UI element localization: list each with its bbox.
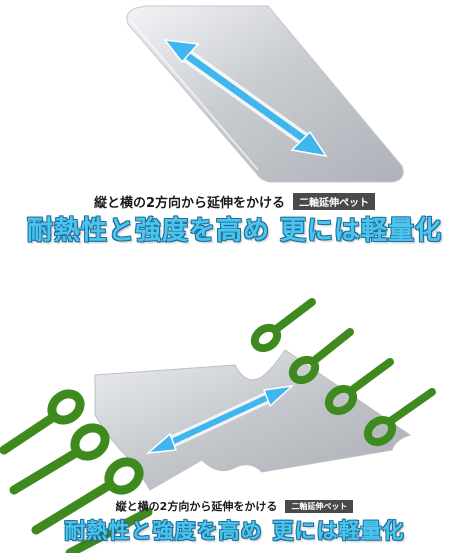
plastic-film-sheet [126, 5, 404, 183]
panel-bottom: 縦と横の2方向から延伸をかける二軸延伸ペット 耐熱性と強度を高め更には軽量化 [0, 290, 469, 553]
caption-text: 縦と横の2方向から延伸をかける [93, 196, 286, 211]
clip-icon [271, 298, 316, 334]
clip-icon [0, 413, 57, 455]
clip-ring [47, 389, 85, 425]
clip-ring [324, 384, 358, 416]
headline-part-2: 更には軽量化 [272, 519, 405, 543]
headline-top: 耐熱性と強度を高め更には軽量化 [0, 210, 469, 247]
panel-top: 縦と横の2方向から延伸をかける二軸延伸ペット 耐熱性と強度を高め更には軽量化 [0, 0, 469, 262]
caption-text: 縦と横の2方向から延伸をかける [115, 500, 278, 513]
double-arrow-icon [145, 384, 295, 455]
film-tenter-illustration [0, 298, 436, 553]
clip-icon [65, 507, 153, 553]
product-tag: 二軸延伸ペット [293, 193, 376, 210]
caption-bottom: 縦と横の2方向から延伸をかける二軸延伸ペット [0, 498, 469, 514]
headline-part-1: 耐熱性と強度を高め [26, 216, 270, 246]
film-stretch-illustration [126, 5, 404, 183]
clip-icon [388, 388, 436, 424]
tenter-clips-right [250, 298, 436, 447]
caption-top: 縦と横の2方向から延伸をかける二軸延伸ペット [0, 192, 469, 211]
clip-icon [31, 481, 113, 535]
clip-ring [363, 415, 397, 447]
clip-ring [288, 355, 320, 385]
clip-icon [348, 358, 394, 394]
tenter-clips-left [0, 389, 153, 553]
clip-icon [311, 328, 354, 364]
headline-part-2: 更には軽量化 [280, 216, 443, 246]
headline-bottom: 耐熱性と強度を高め更には軽量化 [0, 515, 469, 545]
headline-part-1: 耐熱性と強度を高め [64, 519, 263, 543]
product-tag: 二軸延伸ペット [285, 500, 354, 513]
clip-ring [70, 423, 110, 461]
double-arrow-icon [163, 39, 328, 158]
film-edge-highlight [129, 19, 259, 171]
clip-icon [9, 449, 79, 495]
clip-ring [104, 457, 144, 495]
clip-ring [250, 323, 282, 353]
